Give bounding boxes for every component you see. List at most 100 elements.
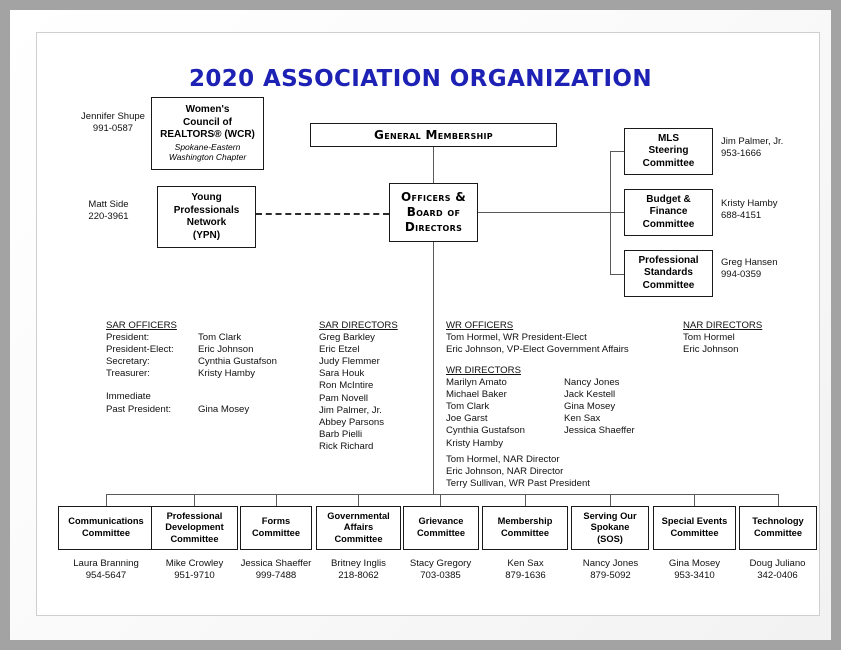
- box-mls-steering-committee[interactable]: MLS Steering Committee: [624, 128, 713, 175]
- document-page: 2020 ASSOCIATION ORGANIZATION Jennifer S…: [10, 10, 831, 640]
- org-chart-canvas: 2020 ASSOCIATION ORGANIZATION Jennifer S…: [10, 10, 831, 640]
- committee-contact-phone: 703-0385: [420, 570, 461, 581]
- wr-director-name: Joe Garst: [446, 413, 488, 425]
- ypn-contact: Matt Side 220-3961: [56, 199, 161, 223]
- profstd-line-1: Professional: [638, 254, 699, 266]
- committee-contact-phone: 879-5092: [590, 570, 631, 581]
- page-title: 2020 ASSOCIATION ORGANIZATION: [188, 66, 653, 92]
- box-professional-standards-committee[interactable]: Professional Standards Committee: [624, 250, 713, 297]
- wcr-contact-phone: 991-0587: [92, 123, 134, 134]
- committee-line-2: Committee: [251, 528, 301, 538]
- professional-standards-contact: Greg Hansen 994-0359: [721, 257, 826, 281]
- committee-contact-name: Nancy Jones: [582, 558, 639, 569]
- mls-line-1: MLS: [657, 132, 680, 144]
- box-budget-and-finance-committee[interactable]: Budget & Finance Committee: [624, 189, 713, 236]
- sar-past-president-label-1: Immediate: [106, 391, 151, 403]
- sar-past-president-label-2: Past President:: [106, 403, 172, 415]
- box-professional-development-committee[interactable]: Professional Development Committee: [151, 506, 238, 550]
- sar-past-president-row: Past President: Gina Mosey: [106, 404, 277, 416]
- box-special-events-committee[interactable]: Special Events Committee: [653, 506, 736, 550]
- committee-line-2: Committee: [753, 528, 803, 538]
- budget-contact-phone: 688-4151: [721, 210, 762, 221]
- box-grievance-committee[interactable]: Grievance Committee: [403, 506, 479, 550]
- roster-wr-officers: WR OFFICERS Tom Hormel, WR President-Ele…: [446, 320, 629, 356]
- sar-director-name: Sara Houk: [319, 368, 365, 380]
- sar-officer-person: Tom Clark: [198, 332, 242, 344]
- committee-line-1: Membership: [497, 516, 553, 527]
- sar-directors-heading: SAR DIRECTORS: [319, 320, 398, 331]
- sar-officer-person: Eric Johnson: [198, 344, 254, 356]
- general-membership-label: General Membership: [374, 127, 493, 142]
- ypn-contact-phone: 220-3961: [88, 211, 129, 222]
- committee-bus-bar: [106, 494, 778, 496]
- box-serving-our-spokane-committee[interactable]: Serving Our Spokane (SOS): [571, 506, 649, 550]
- sar-director-name: Judy Flemmer: [319, 356, 380, 368]
- committee-contact-phone: 999-7488: [255, 570, 297, 581]
- committee-contact-name: Jessica Shaeffer: [240, 558, 312, 569]
- connector-officers-to-right-bus: [478, 212, 611, 214]
- box-forms-committee[interactable]: Forms Committee: [240, 506, 312, 550]
- box-governmental-affairs-committee[interactable]: Governmental Affairs Committee: [316, 506, 401, 550]
- sar-officer-row: President-Elect:Eric Johnson: [106, 344, 277, 356]
- sar-officer-role: Secretary:: [106, 356, 150, 368]
- committee-contact-name: Ken Sax: [507, 558, 544, 569]
- wcr-line-1: Women's: [185, 104, 230, 116]
- box-membership-committee[interactable]: Membership Committee: [482, 506, 568, 550]
- nar-director-name: Tom Hormel: [683, 332, 735, 344]
- sar-director-name: Eric Etzel: [319, 344, 360, 356]
- ypn-contact-name: Matt Side: [88, 199, 129, 210]
- stub-serving-our-spokane: [610, 494, 612, 507]
- sar-officer-row: Treasurer:Kristy Hamby: [106, 368, 277, 380]
- stub-communications: [106, 494, 108, 507]
- mls-steering-contact: Jim Palmer, Jr. 953-1666: [721, 136, 826, 160]
- stub-governmental-affairs: [358, 494, 360, 507]
- box-general-membership[interactable]: General Membership: [310, 123, 557, 147]
- stub-technology: [778, 494, 780, 507]
- roster-wr-footer: Tom Hormel, NAR Director Eric Johnson, N…: [446, 454, 590, 490]
- box-womens-council-of-realtors[interactable]: Women's Council of REALTORS® (WCR) Spoka…: [151, 97, 264, 170]
- committee-line-2: Committee: [416, 528, 466, 538]
- box-communications-committee[interactable]: Communications Committee: [58, 506, 154, 550]
- wr-directors-column-2: Nancy Jones Jack Kestell Gina Mosey Ken …: [564, 377, 635, 450]
- sar-past-president-person: Gina Mosey: [198, 403, 250, 415]
- wr-directors-heading: WR DIRECTORS: [446, 365, 521, 376]
- mls-line-3: Committee: [642, 157, 695, 169]
- wr-directors-column-1: Marilyn Amato Michael Baker Tom Clark Jo…: [446, 377, 546, 450]
- wcr-sub-1: Spokane-Eastern: [174, 141, 241, 152]
- serving-our-spokane-contact: Nancy Jones 879-5092: [558, 558, 663, 582]
- sar-officer-row: President:Tom Clark: [106, 332, 277, 344]
- nar-directors-heading: NAR DIRECTORS: [683, 320, 763, 331]
- wcr-sub-2: Washington Chapter: [168, 152, 247, 163]
- wr-director-name: Cynthia Gustafson: [446, 425, 525, 437]
- box-technology-committee[interactable]: Technology Committee: [739, 506, 817, 550]
- special-events-committee-contact: Gina Mosey 953-3410: [642, 558, 747, 582]
- budget-finance-contact: Kristy Hamby 688-4151: [721, 198, 826, 222]
- box-officers-and-board-of-directors[interactable]: Officers & Board of Directors: [389, 183, 478, 242]
- sar-director-name: Jim Palmer, Jr.: [319, 404, 382, 416]
- stub-membership: [525, 494, 527, 507]
- wcr-line-3: REALTORS® (WCR): [160, 129, 255, 141]
- wr-officer-line: Tom Hormel, WR President-Elect: [446, 332, 587, 344]
- sar-officer-role: Treasurer:: [106, 368, 150, 380]
- wr-director-name: Gina Mosey: [564, 401, 616, 413]
- wcr-line-2: Council of: [183, 116, 232, 128]
- membership-committee-contact: Ken Sax 879-1636: [473, 558, 578, 582]
- stub-grievance: [440, 494, 442, 507]
- wr-director-name: Ken Sax: [564, 413, 601, 425]
- budget-contact-name: Kristy Hamby: [721, 198, 778, 209]
- connector-officers-to-committee-bus: [433, 242, 435, 495]
- committee-line-1: Communications: [68, 516, 144, 527]
- committee-line-3: (SOS): [597, 533, 623, 544]
- stub-professional-standards: [610, 274, 625, 276]
- committee-contact-name: Mike Crowley: [165, 558, 224, 569]
- ypn-line-2: Professionals: [173, 204, 240, 216]
- nar-director-name: Eric Johnson: [683, 344, 739, 356]
- box-young-professionals-network[interactable]: Young Professionals Network (YPN): [157, 186, 256, 248]
- wr-footer-line: Terry Sullivan, WR Past President: [446, 478, 590, 490]
- committee-line-2: Committee: [670, 528, 719, 538]
- wr-director-name: Jack Kestell: [564, 389, 616, 401]
- sar-director-name: Ron McIntire: [319, 380, 374, 392]
- committee-contact-name: Stacy Gregory: [409, 558, 472, 569]
- wr-directors-columns: Marilyn Amato Michael Baker Tom Clark Jo…: [446, 377, 635, 450]
- wr-director-name: Tom Clark: [446, 401, 490, 413]
